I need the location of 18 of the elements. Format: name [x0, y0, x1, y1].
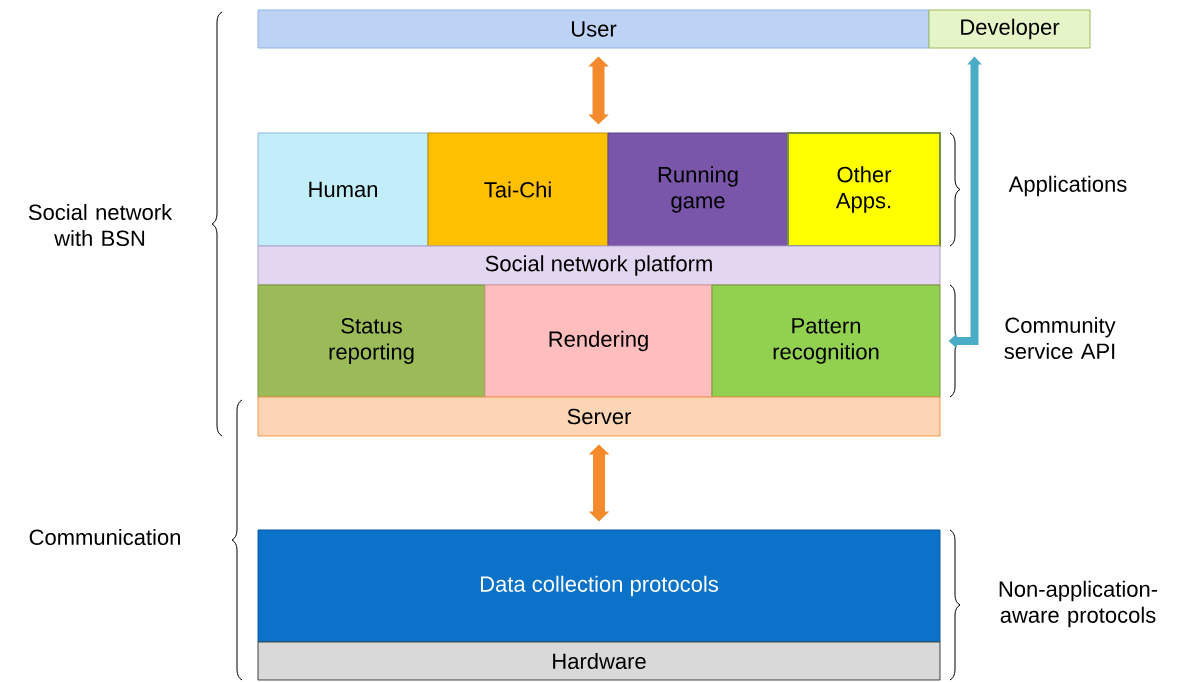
service-box: Rendering	[484, 284, 713, 398]
brace-label: Non-application-aware protocols	[999, 580, 1158, 628]
service-box: Pattern recognition	[711, 284, 941, 398]
service-box: Status reporting	[257, 284, 486, 398]
brace-label: Social network with BSN	[28, 203, 173, 247]
app-box: Other Apps.	[787, 132, 941, 247]
layer-bar: Developer	[928, 9, 1091, 49]
layer-bar: User	[257, 9, 930, 49]
layer-bar: Hardware	[257, 641, 941, 681]
brace-label: Communication	[29, 528, 180, 546]
app-box: Human	[257, 132, 429, 247]
layer-bar: Social network platform	[257, 245, 941, 286]
app-box: Running game	[607, 132, 789, 247]
app-box: Tai-Chi	[427, 132, 609, 247]
brace-label: Applications	[1008, 175, 1127, 197]
layer-bar: Data collection protocols	[257, 529, 941, 643]
brace-label: Community service API	[1004, 316, 1116, 360]
layer-bar: Server	[257, 396, 941, 437]
